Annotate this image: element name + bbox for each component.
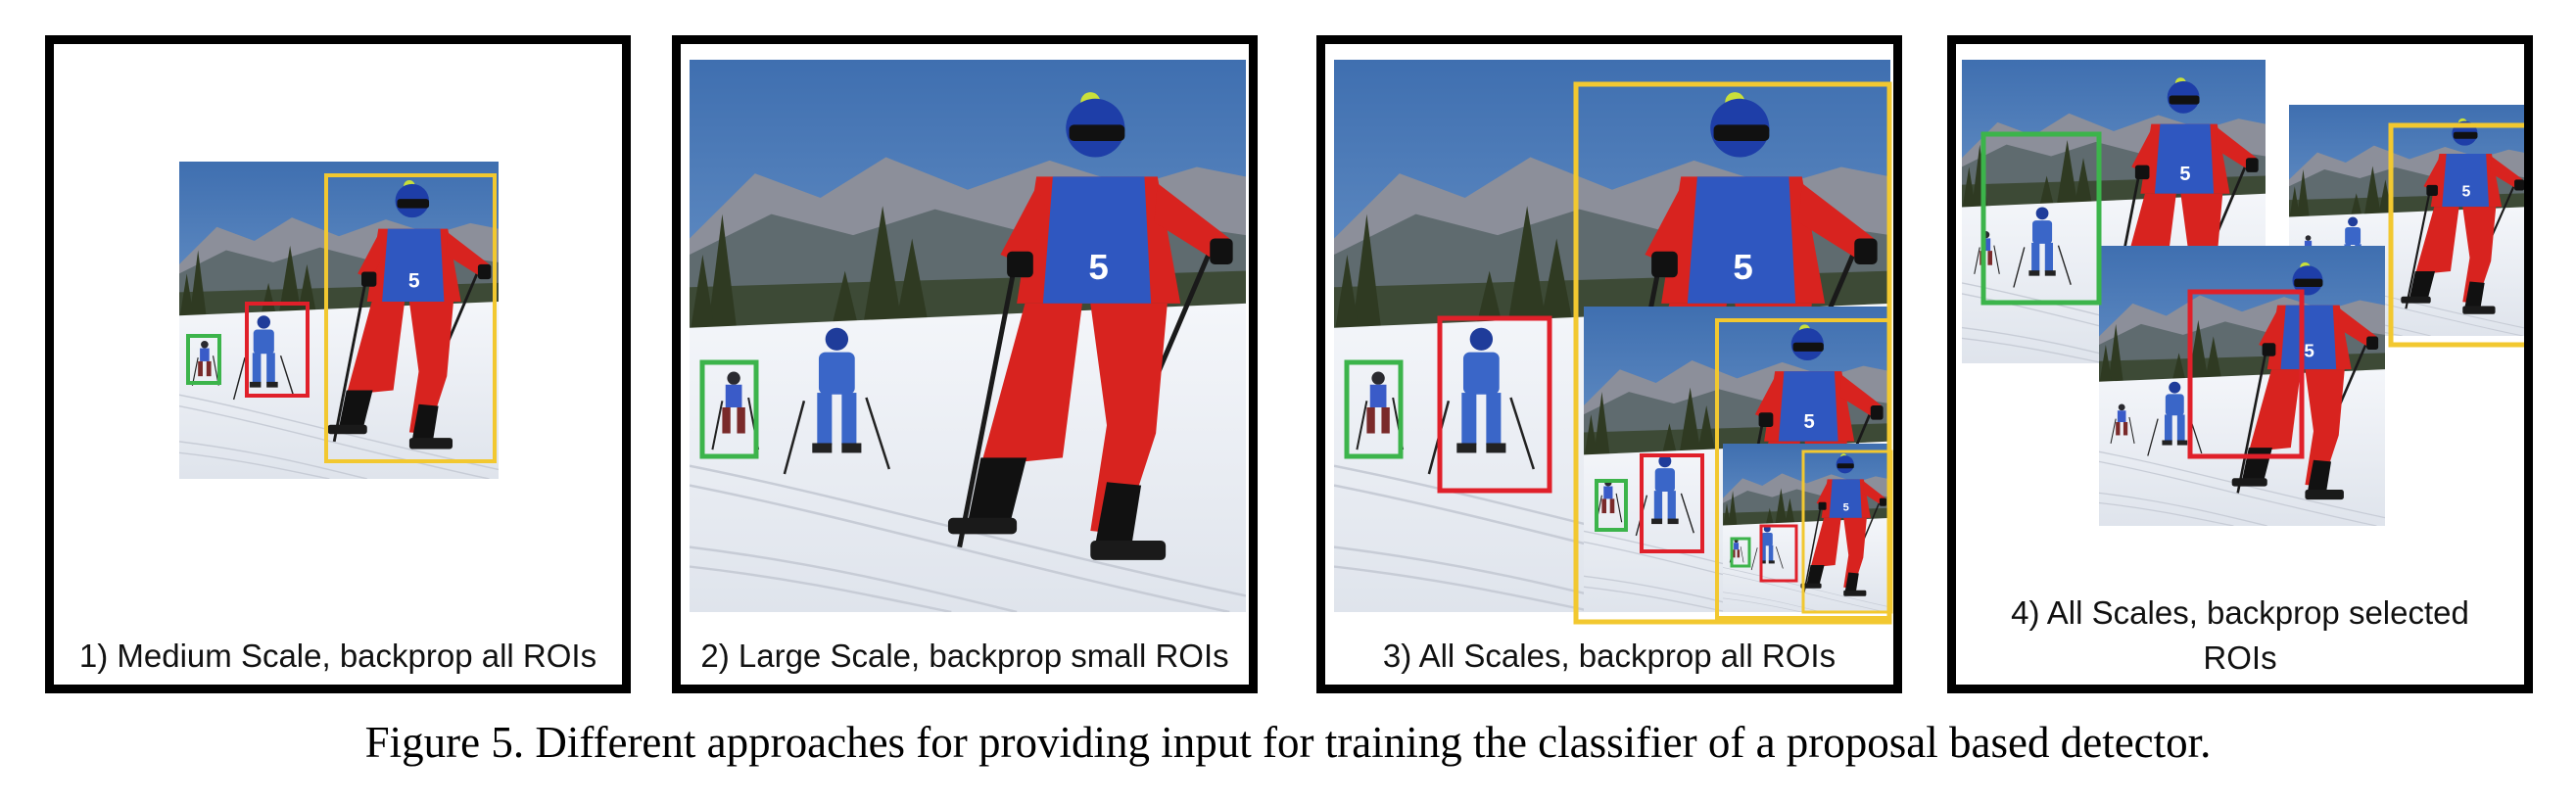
panel-caption: 1) Medium Scale, backprop all ROIs <box>78 638 597 674</box>
panel-caption: 4) All Scales, backprop selected ROIs <box>1956 591 2524 681</box>
panel-caption-line-2: ROIs <box>2203 639 2277 676</box>
panel-caption-line-1: 4) All Scales, backprop selected <box>2011 594 2469 631</box>
panel-all-scales: 3) All Scales, backprop all ROIs <box>1316 35 1902 693</box>
panel-large-scale: 2) Large Scale, backprop small ROIs <box>672 35 1258 693</box>
ski-scene-image-upscaled <box>690 60 1246 612</box>
figure-caption: Figure 5. Different approaches for provi… <box>364 718 2212 767</box>
panel-medium-scale: 1) Medium Scale, backprop all ROIs <box>45 35 631 693</box>
panel-selected-rois: 4) All Scales, backprop selected ROIs <box>1947 35 2533 693</box>
panel-caption: 2) Large Scale, backprop small ROIs <box>700 638 1229 674</box>
ski-scene-image-small <box>1723 444 1890 612</box>
ski-crop-medium-chip <box>2099 246 2385 526</box>
ski-scene-image <box>179 162 499 479</box>
panel-caption: 3) All Scales, backprop all ROIs <box>1382 638 1837 674</box>
